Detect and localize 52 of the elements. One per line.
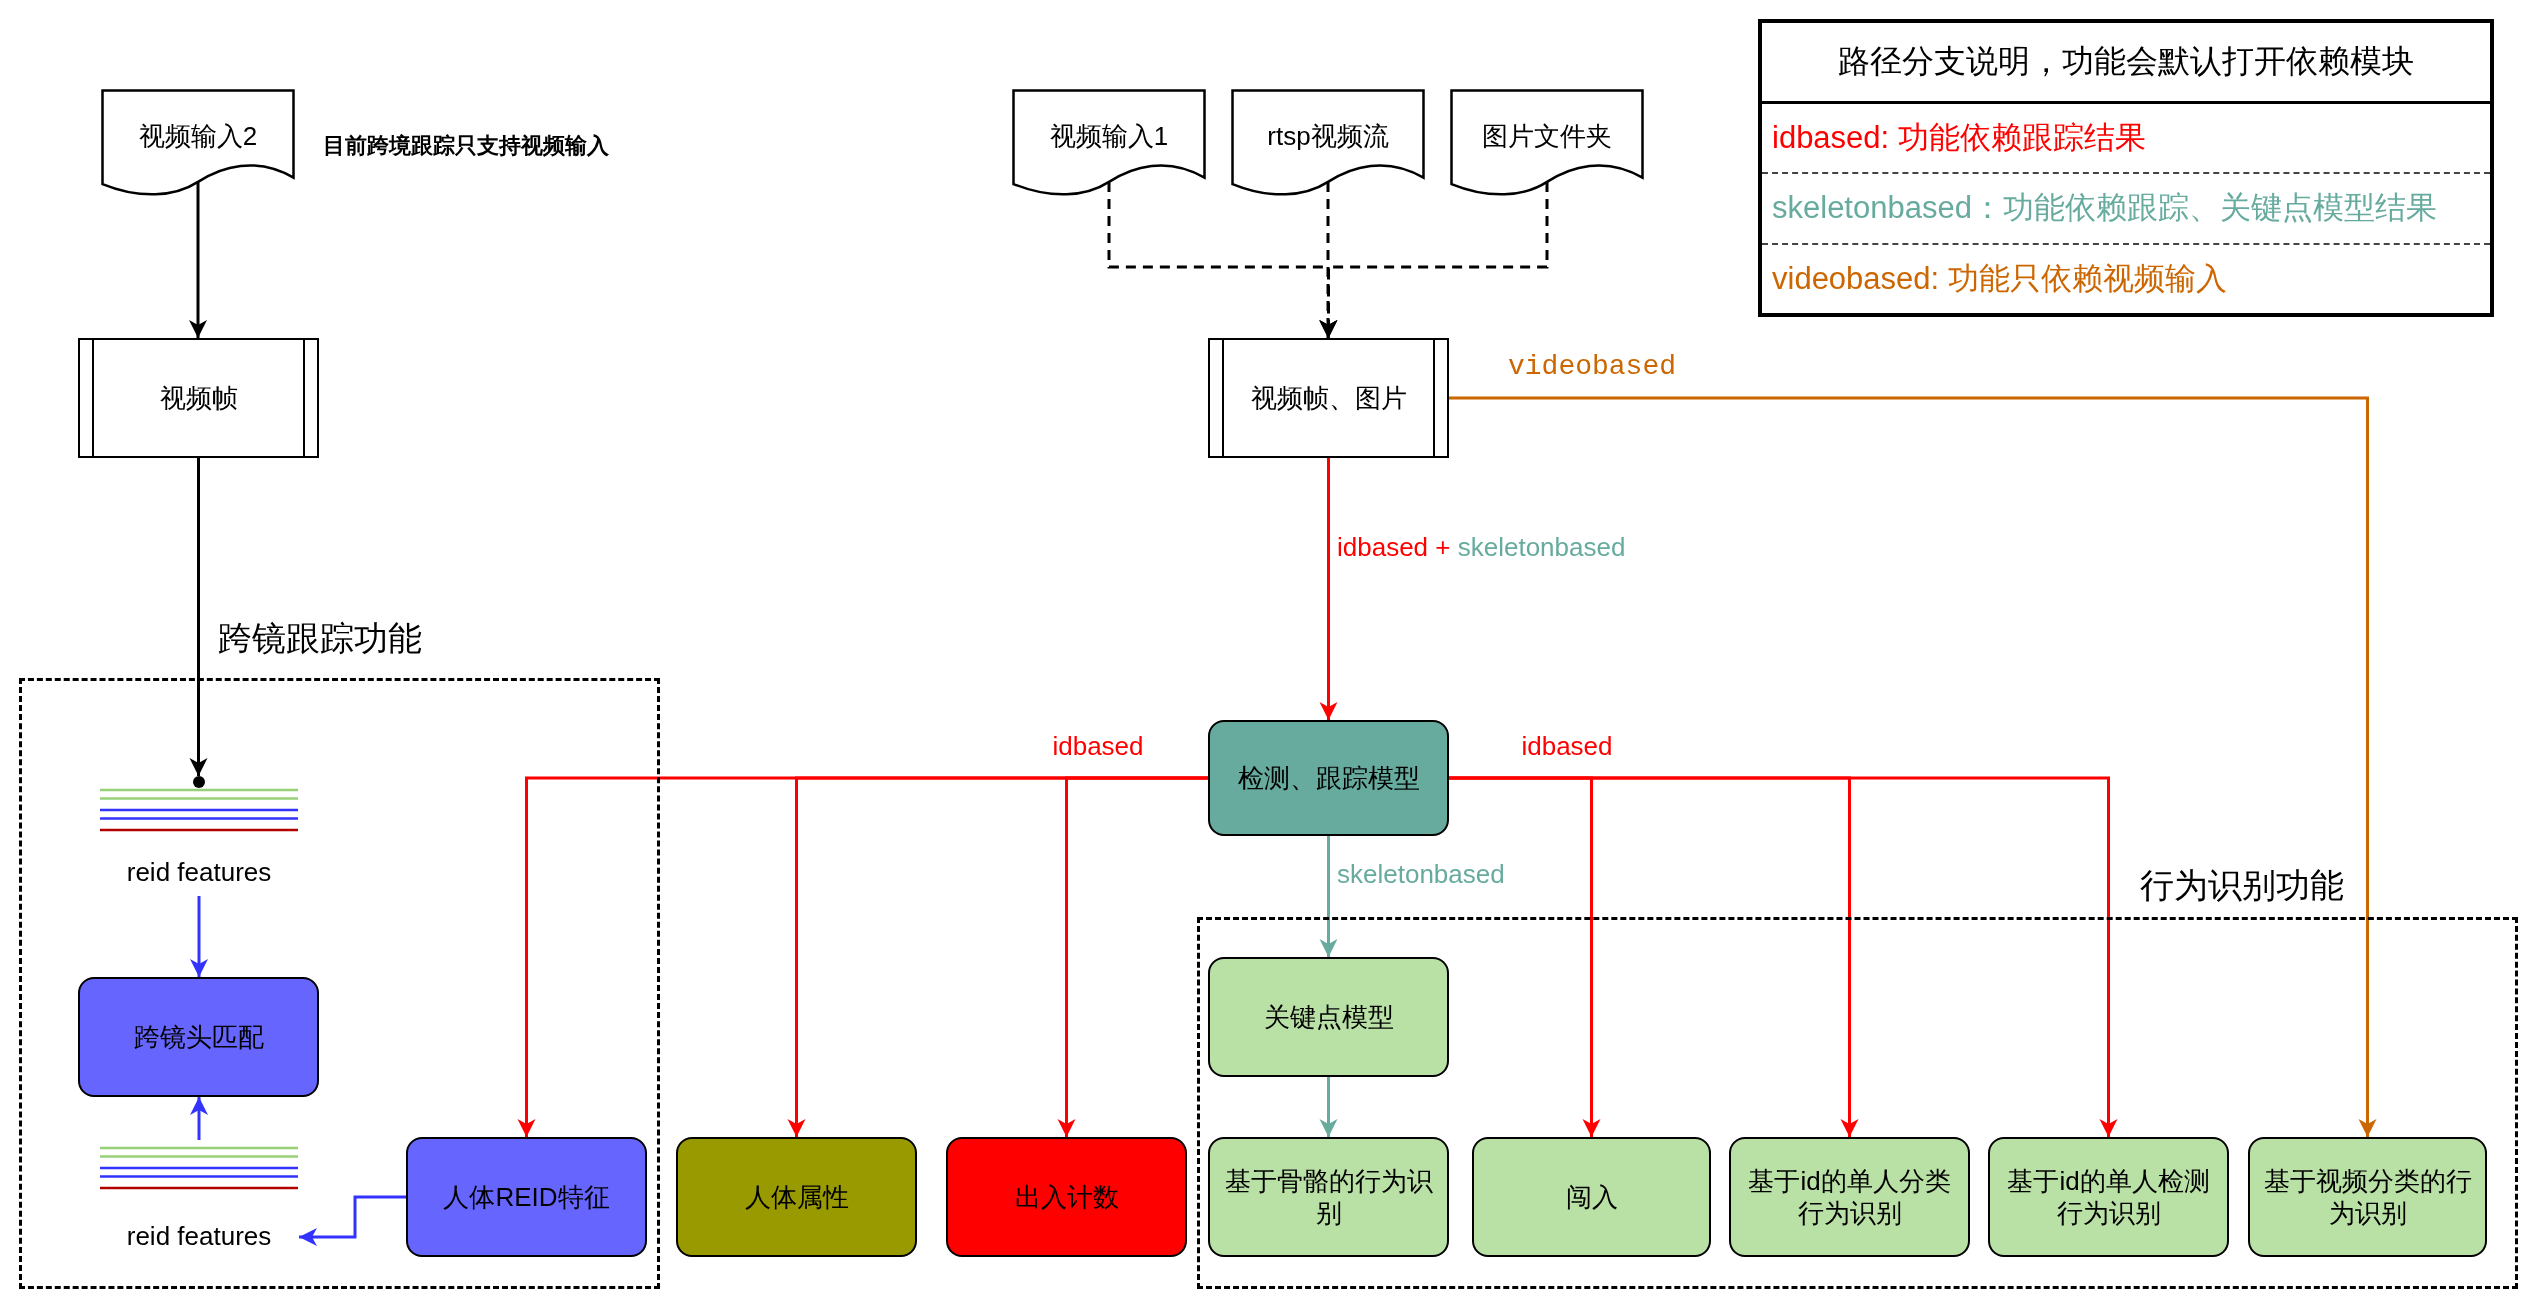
arrow: [1449, 776, 2118, 1137]
node-label: rtsp视频流: [1267, 119, 1389, 153]
process-box: [1208, 338, 1449, 458]
rounded-box: [2248, 1137, 2487, 1257]
note-text: 目前跨境跟踪只支持视频输入: [323, 132, 609, 160]
legend-title: 路径分支说明，功能会默认打开依赖模块: [1838, 42, 2414, 81]
arrow: [1057, 776, 1208, 1137]
legend-entry: skeletonbased：功能依赖跟踪、关键点模型结果: [1772, 189, 2437, 228]
arrow: [190, 1097, 208, 1140]
legend-entry: idbased: 功能依赖跟踪结果: [1772, 119, 2146, 158]
arrow: [299, 1195, 406, 1246]
arrow: [1319, 1077, 1338, 1137]
legend-entry: videobased: 功能只依赖视频输入: [1772, 259, 2227, 298]
node-label: 视频输入1: [1049, 119, 1169, 153]
arrow: [190, 896, 208, 977]
arrow: [189, 458, 208, 776]
rounded-box: [1729, 1137, 1970, 1257]
node-label: 跨镜头匹配: [133, 1020, 264, 1054]
arrow: [1319, 458, 1338, 720]
rounded-box: [1208, 1137, 1449, 1257]
node-label: 关键点模型: [1263, 1000, 1394, 1034]
process-box: [78, 338, 319, 458]
node-label: 视频帧: [159, 381, 238, 415]
rounded-box: [78, 977, 319, 1097]
dashed-arrow: [1319, 181, 1337, 338]
rounded-box: [406, 1137, 647, 1257]
rounded-box: [1208, 720, 1449, 836]
rounded-box: [1208, 957, 1449, 1077]
node-label: reid features: [126, 1219, 272, 1252]
node-label: 基于骨骼的行为识别: [1223, 1164, 1434, 1230]
dashed-arrow: [1319, 181, 1549, 338]
node-label: 图片文件夹: [1482, 119, 1612, 153]
node-label: 人体REID特征: [443, 1180, 610, 1214]
node-label: 出入计数: [1014, 1180, 1119, 1214]
rounded-box: [1472, 1137, 1711, 1257]
rounded-box: [1988, 1137, 2229, 1257]
node-label: 基于id的单人检测行为识别: [2006, 1164, 2211, 1230]
arrow: [1449, 396, 2377, 1137]
node-label: 基于id的单人分类行为识别: [1747, 1164, 1952, 1230]
node-label: 视频帧、图片: [1250, 381, 1407, 415]
node-label: 人体属性: [744, 1180, 849, 1214]
arrow: [1319, 836, 1338, 957]
rounded-box: [946, 1137, 1187, 1257]
node-label: 闯入: [1565, 1180, 1618, 1214]
node-label: 跨镜跟踪功能: [218, 618, 422, 659]
node-label: 检测、跟踪模型: [1237, 761, 1420, 795]
node-label: 视频输入2: [138, 119, 258, 153]
rounded-box: [676, 1137, 917, 1257]
node-label: 行为识别功能: [2140, 865, 2344, 906]
node-label: reid features: [126, 855, 272, 888]
node-label: 基于视频分类的行为识别: [2262, 1164, 2473, 1230]
arrow: [189, 181, 207, 338]
